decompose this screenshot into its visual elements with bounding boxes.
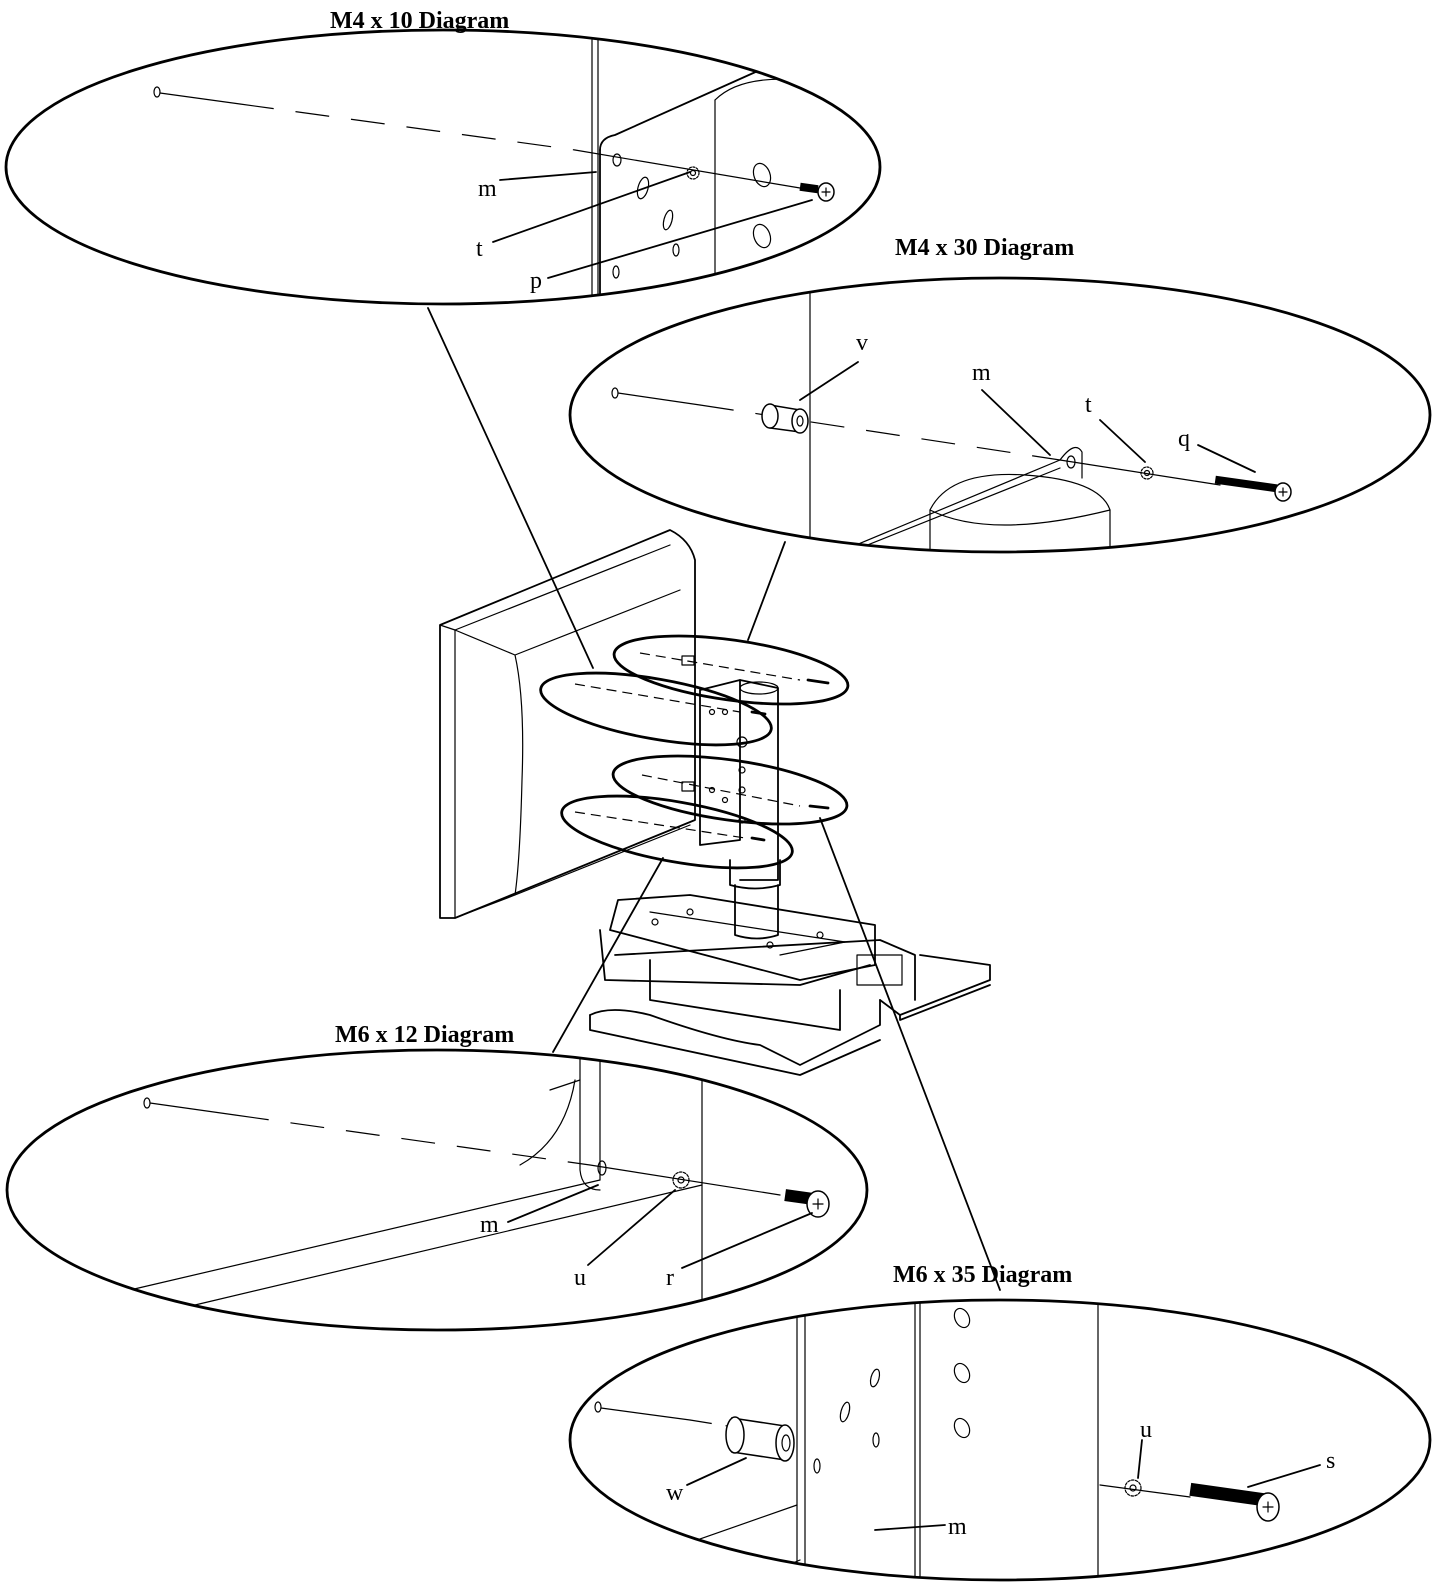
washer-u-icon <box>672 1171 690 1189</box>
label-u: u <box>1140 1417 1152 1443</box>
monitor-assembly <box>439 529 991 1076</box>
title-m6x12: M6 x 12 Diagram <box>335 1022 514 1048</box>
label-t: t <box>1085 392 1092 418</box>
title-m6x35: M6 x 35 Diagram <box>893 1262 1072 1288</box>
label-m: m <box>478 176 497 202</box>
base-bracket <box>589 894 991 1076</box>
mount-pole <box>699 679 781 940</box>
label-u: u <box>574 1265 586 1291</box>
callout-m6x35: M6 x 35 Diagram u s w m <box>568 1262 1432 1582</box>
screw-q-icon <box>1214 475 1292 502</box>
callout-m4x30: M4 x 30 Diagram v m t q <box>568 235 1432 554</box>
spacer-w-icon <box>725 1416 795 1462</box>
screw-s-icon <box>1189 1482 1280 1522</box>
spacer-v-icon <box>761 403 809 434</box>
washer-u-icon <box>1124 1479 1142 1497</box>
title-m4x30: M4 x 30 Diagram <box>895 235 1074 261</box>
label-r: r <box>666 1265 674 1291</box>
label-q: q <box>1178 426 1190 452</box>
screw-p-icon <box>799 182 835 202</box>
label-m: m <box>480 1212 499 1238</box>
label-m: m <box>972 360 991 386</box>
callout-m6x12: M6 x 12 Diagram m u r <box>5 1022 869 1332</box>
callout-ellipses-small <box>539 634 850 870</box>
title-m4x10: M4 x 10 Diagram <box>330 8 509 34</box>
label-w: w <box>666 1480 684 1506</box>
callout-leaders <box>427 307 1001 1291</box>
label-m: m <box>948 1514 967 1540</box>
label-t: t <box>476 236 483 262</box>
label-s: s <box>1326 1448 1335 1474</box>
label-p: p <box>530 268 542 294</box>
callout-m4x10: M4 x 10 Diagram m t p <box>4 8 882 306</box>
label-v: v <box>856 330 868 356</box>
screw-r-icon <box>784 1189 830 1218</box>
monitor <box>439 529 696 919</box>
washer-t-icon <box>1140 466 1154 480</box>
